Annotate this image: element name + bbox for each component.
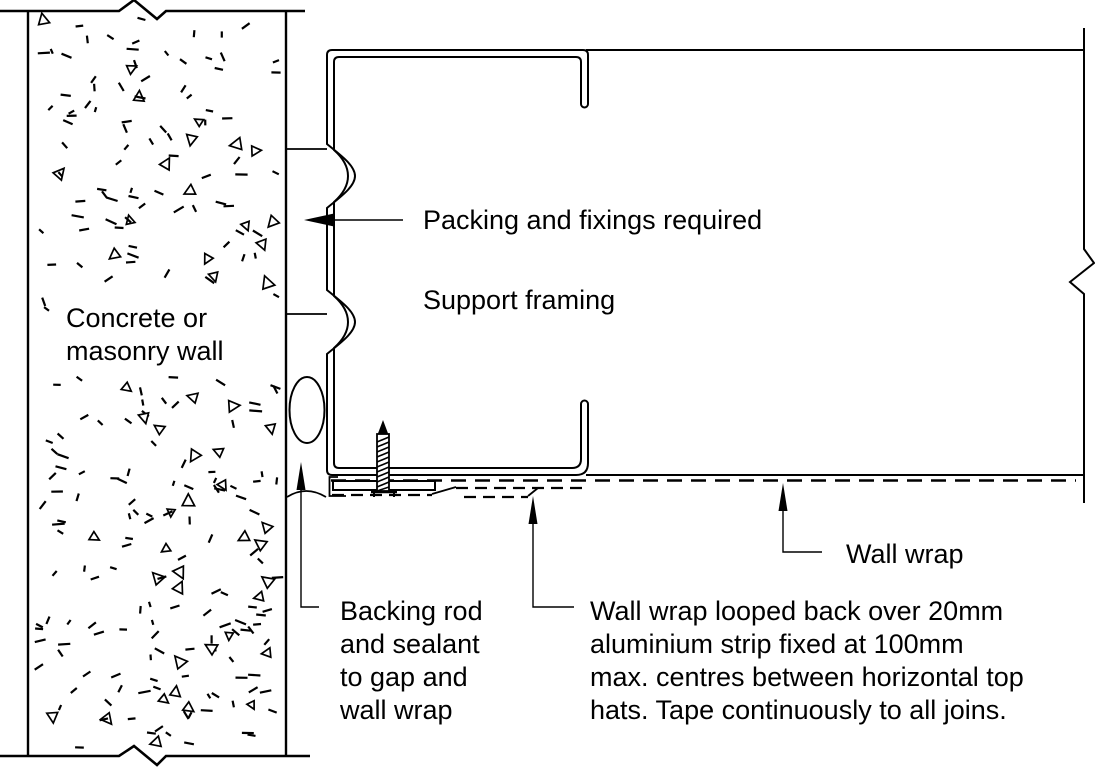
leader-wall-wrap-line [782,509,822,553]
labels: Concrete or masonry wall Packing and fix… [66,205,1024,725]
leader-wall-wrap [778,483,822,553]
wall-break-bottom [0,744,310,767]
concrete-wall-label-line1: Concrete or [66,303,207,333]
leader-wall-wrap-looped [528,496,574,608]
channel-inner-profile [333,56,582,469]
wall-wrap-jog-2 [527,487,539,497]
horizontal-top-hats [586,28,1095,503]
backing-rod-label-line3: to gap and [340,662,468,692]
leader-arrowhead-up-icon [296,462,306,490]
wall-wrap-label: Wall wrap [846,539,964,569]
leader-arrowhead-left-icon [304,213,334,227]
wall-wrap-jog [431,486,457,495]
channel-outer-profile [326,49,589,476]
leader-wall-wrap-looped-line [532,522,574,608]
channel-bottom-lip-cap [580,399,589,405]
backing-rod-and-sealant [286,376,327,498]
wall-wrap-looped-label-line1: Wall wrap looped back over 20mm [590,596,1003,626]
framing-break-right [1068,28,1095,503]
screw-fixing [371,420,397,497]
leader-arrowhead-up-icon [778,483,788,511]
backing-rod-label-line1: Backing rod [340,596,483,626]
wall-wrap-looped-label-line2: aluminium strip fixed at 100mm [590,629,964,659]
wall-wrap-membrane [331,479,1076,499]
leader-backing-rod-line [300,488,319,608]
aluminium-strip-fixing [328,420,436,497]
support-framing-label: Support framing [423,285,615,315]
wall-wrap-looped-label-line3: max. centres between horizontal top [590,662,1024,692]
leader-packing [304,213,403,227]
channel-top-lip-cap [580,103,589,109]
screw-tip [377,420,389,436]
screw-head-feet [373,492,395,497]
wall-wrap-looped-label-line4: hats. Tape continuously to all joins. [590,695,1007,725]
leader-backing-rod [296,462,319,608]
packing-shims [286,148,327,315]
leader-arrowhead-up-icon [528,496,538,524]
support-framing-channel [326,49,589,476]
backing-rod [288,376,326,444]
backing-rod-label-line2: and sealant [340,629,480,659]
packing-label: Packing and fixings required [423,205,762,235]
screw-threads [376,436,390,492]
wrap-left-cap [328,476,346,497]
concrete-wall-label-line2: masonry wall [66,336,224,366]
wall-break-top [0,0,305,21]
concrete-wall [0,0,310,767]
backing-rod-label-line4: wall wrap [339,695,453,725]
concrete-stipple-pattern [34,11,284,749]
sealant-bead [286,490,327,498]
